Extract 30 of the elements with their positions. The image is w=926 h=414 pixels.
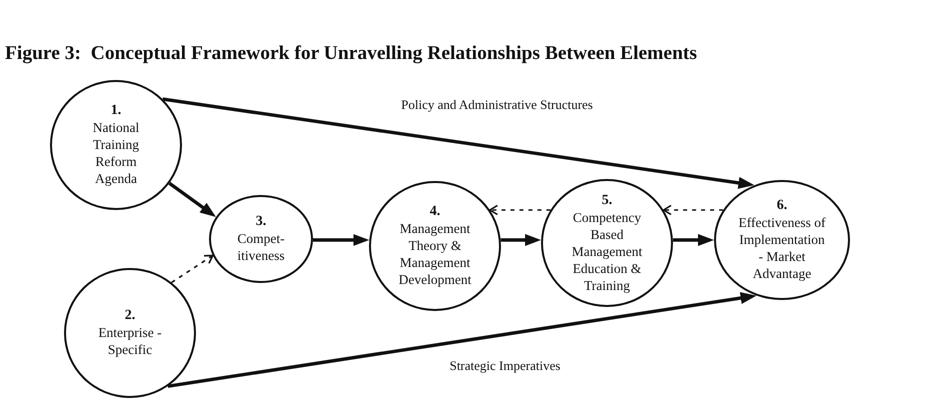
- step-number: 1.: [110, 103, 122, 119]
- node-label: Compet- itiveness: [236, 230, 286, 264]
- node-label: National Training Reform Agenda: [92, 119, 140, 187]
- arrow: [312, 234, 370, 246]
- concept-circle: [209, 195, 313, 283]
- node-label: Management Theory & Management Development: [398, 220, 472, 288]
- edge-label: Strategic Imperatives: [450, 358, 560, 374]
- edge-label: Policy and Administrative Structures: [401, 97, 593, 113]
- step-number: 3.: [256, 214, 266, 230]
- dashed-arrow: [662, 204, 724, 216]
- step-number: 6.: [776, 198, 788, 214]
- arrow: [500, 234, 542, 246]
- arrow: [672, 234, 714, 246]
- node-label: Competency Based Management Education & Training: [570, 208, 644, 294]
- arrow: [168, 292, 757, 388]
- figure-title: Figure 3: Conceptual Framework for Unravelling Relationships Between Elements: [5, 43, 698, 65]
- node-label: Enterprise - Specific: [97, 324, 163, 358]
- step-number: 4.: [430, 204, 440, 220]
- step-number: 5.: [602, 192, 612, 208]
- dashed-arrow: [171, 254, 214, 284]
- concept-circle: [714, 180, 850, 300]
- arrow: [168, 182, 217, 218]
- concept-circle: [369, 181, 501, 311]
- dashed-arrow: [489, 204, 550, 216]
- concept-circle: [541, 179, 673, 307]
- concept-circle: [50, 80, 182, 210]
- node-label: Effectiveness of Implementation - Market Advantage: [737, 214, 827, 282]
- step-number: 2.: [124, 308, 136, 324]
- concept-circle: [64, 268, 196, 398]
- arrow: [162, 97, 755, 189]
